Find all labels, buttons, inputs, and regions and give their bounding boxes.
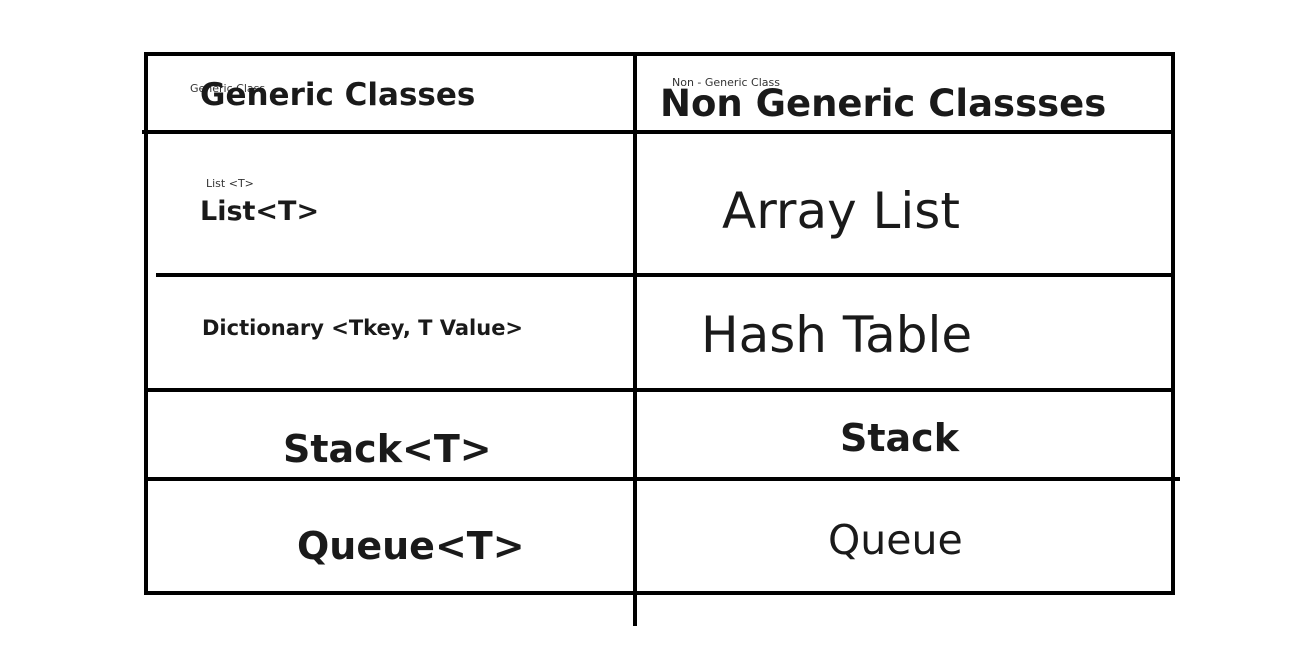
table-border-left [144,52,148,595]
table-border-right [1171,52,1175,595]
header-non-generic-classes: Non Generic Classses [660,82,1107,125]
row-2-non-generic: Hash Table [701,306,973,364]
row-divider-1 [142,130,1175,134]
table-border-bottom [144,591,1175,595]
table-border-top [144,52,1175,56]
row-2-generic: Dictionary <Tkey, T Value> [202,316,524,340]
row-divider-3 [144,388,1173,392]
row-4-non-generic: Queue [828,516,963,564]
header-generic-small-label: Generic Class [190,82,266,95]
row-1-generic-small-label: List <T> [206,177,254,190]
row-3-generic: Stack<T> [283,427,492,471]
row-1-generic: List<T> [200,196,320,227]
row-4-generic: Queue<T> [297,524,525,568]
header-non-generic-small-label: Non - Generic Class [672,76,780,89]
row-3-non-generic: Stack [840,416,959,460]
row-divider-4 [144,477,1180,481]
header-generic-classes: Generic Classes [200,77,476,113]
column-divider [633,52,637,626]
row-divider-2 [156,273,1171,277]
row-1-non-generic: Array List [722,182,960,240]
